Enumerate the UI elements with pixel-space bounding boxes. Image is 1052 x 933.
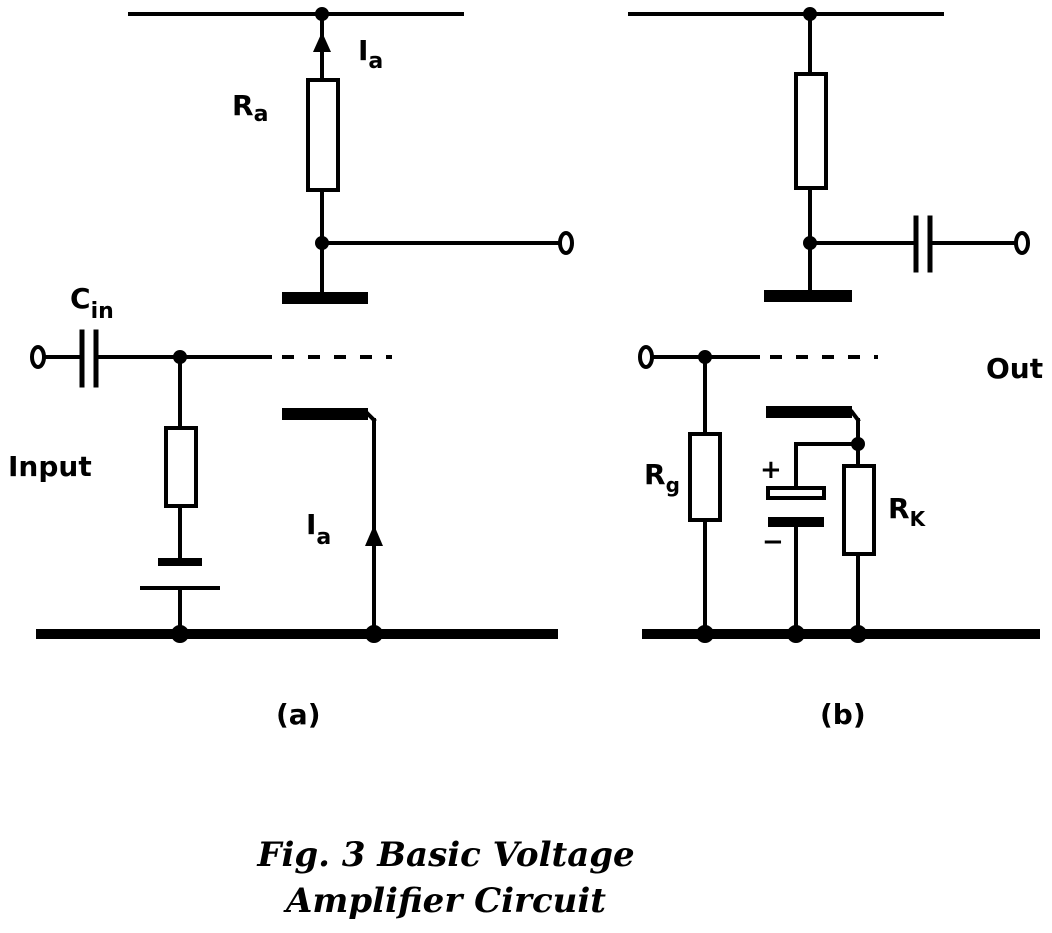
- circuit-a-label: (a): [276, 698, 321, 731]
- circuit-a-output-node: [315, 236, 329, 250]
- circuit-a-cathode-current-arrow: [365, 525, 383, 546]
- circuit-b-plus-sign: +: [760, 455, 782, 485]
- circuit-b-grid-resistor: [688, 432, 722, 522]
- circuit-a-anode-current-label: Ia: [358, 34, 383, 74]
- circuit-a-ground-node-1: [171, 625, 189, 643]
- circuit-b: [628, 7, 1040, 643]
- figure-caption-line-2: Amplifier Circuit: [283, 881, 606, 921]
- circuit-b-ground-node-3: [849, 625, 867, 643]
- circuit-b-grid-resistor-label: Rg: [644, 458, 680, 497]
- circuit-b-cathode-resistor-label: RK: [888, 492, 927, 531]
- circuit-b-ground-node-1: [696, 625, 714, 643]
- circuit-b-anode-resistor: [794, 72, 828, 190]
- circuit-a: [30, 7, 574, 643]
- circuit-b-ground-node-2: [787, 625, 805, 643]
- circuit-b-output-terminal: [1014, 231, 1030, 255]
- circuit-a-ground-node-2: [365, 625, 383, 643]
- circuit-a-anode-resistor: [306, 78, 340, 192]
- circuit-b-label: (b): [820, 698, 866, 731]
- circuit-a-cathode-current-label: Ia: [306, 508, 331, 550]
- circuit-b-output-label: Out: [986, 352, 1043, 385]
- circuit-a-input-capacitor-label: Cin: [70, 282, 114, 324]
- circuit-a-anode-current-arrow: [313, 32, 331, 52]
- circuit-b-cathode-resistor: [842, 464, 876, 556]
- circuit-a-anode-resistor-label: Ra: [232, 89, 268, 127]
- figure-caption-line-1: Fig. 3 Basic Voltage: [256, 835, 634, 875]
- circuit-b-bypass-capacitor-plus-plate: [766, 486, 826, 500]
- circuit-a-input-label: Input: [8, 450, 92, 483]
- circuit-a-output-terminal: [558, 231, 574, 255]
- circuit-a-grid-resistor: [164, 426, 198, 508]
- circuit-b-minus-sign: −: [762, 527, 784, 557]
